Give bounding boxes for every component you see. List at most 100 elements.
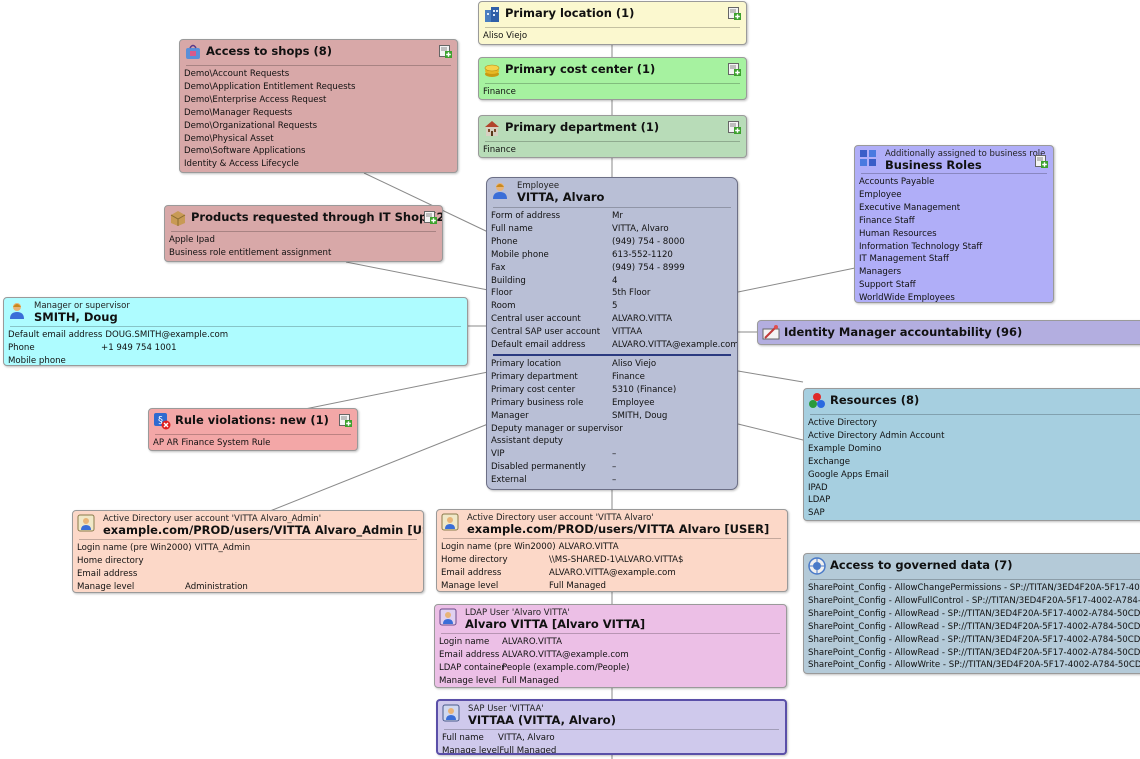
resources-card[interactable]: Resources (8) Active Directory Active Di…: [803, 388, 1140, 521]
list-item: Demo\Organizational Requests: [184, 120, 318, 131]
list-item: Finance Staff: [859, 215, 915, 226]
property-key: Primary business role: [491, 397, 584, 408]
add-assignment-icon[interactable]: [728, 121, 741, 134]
add-assignment-icon[interactable]: [1035, 155, 1048, 168]
list-item: Demo\Manager Requests: [184, 107, 293, 118]
card-items: Finance: [479, 86, 746, 99]
governed-data-icon: [808, 557, 826, 575]
card-title: Business Roles: [885, 158, 982, 172]
card-title: Access to shops (8): [206, 44, 332, 58]
property-value: Full Managed: [499, 745, 557, 755]
card-title: Alvaro VITTA [Alvaro VITTA]: [465, 617, 646, 631]
property-value: Administration: [185, 581, 248, 592]
department-icon: [485, 121, 499, 136]
card-subtitle: Additionally assigned to business role: [885, 149, 1046, 159]
link-resources-1: [737, 370, 804, 383]
ad-admin-account-card[interactable]: Active Directory user account 'VITTA Alv…: [72, 510, 424, 593]
link-roles: [737, 267, 856, 293]
property-value: SMITH, Doug: [612, 410, 668, 421]
list-item: LDAP: [808, 495, 831, 506]
property-value: VITTA, Alvaro: [612, 223, 669, 234]
property-row: Phone(949) 754 - 8000: [491, 236, 733, 249]
list-item: Demo\Physical Asset: [184, 133, 274, 144]
property-key: Fax: [491, 262, 506, 273]
list-item: Example Domino: [808, 443, 882, 454]
property-key: Email address: [77, 568, 138, 579]
property-key: External: [491, 475, 527, 486]
governed-data-card[interactable]: Access to governed data (7) SharePoint_C…: [803, 553, 1140, 674]
property-key: Full name: [442, 733, 484, 743]
accountability-card[interactable]: Identity Manager accountability (96): [757, 320, 1140, 345]
user-account-icon: [442, 704, 460, 722]
property-row: Assistant deputy: [491, 435, 733, 448]
coins-icon: [484, 64, 500, 77]
card-title: Primary cost center (1): [505, 62, 656, 76]
link-violations: [299, 371, 489, 411]
property-value: ALVARO.VITTA: [502, 637, 563, 647]
add-assignment-icon[interactable]: [439, 45, 452, 58]
primary-cost-center-card[interactable]: Primary cost center (1) Finance: [478, 57, 747, 100]
property-row: Login name (pre Win2000)ALVARO.VITTA: [441, 541, 783, 554]
property-value: Mr: [612, 211, 623, 221]
card-title: example.com/PROD/users/VITTA Alvaro_Admi…: [103, 523, 424, 537]
list-item: IPAD: [808, 482, 828, 493]
card-items: Finance: [479, 144, 746, 157]
card-title: Rule violations: new (1): [175, 413, 329, 427]
rule-violations-card[interactable]: § Rule violations: new (1) AP AR Finance…: [148, 408, 358, 451]
list-item: Business role entitlement assignment: [169, 247, 332, 258]
list-item: SharePoint_Config - AllowRead - SP://TIT…: [808, 647, 1140, 658]
list-item: Executive Management: [859, 202, 961, 213]
property-value: (949) 754 - 8000: [612, 236, 685, 247]
primary-location-card[interactable]: Primary location (1) Aliso Viejo: [478, 1, 747, 45]
card-items: SharePoint_Config - AllowChangePermissio…: [804, 582, 1140, 672]
list-item: Information Technology Staff: [859, 241, 983, 252]
property-value: Full Managed: [549, 580, 607, 591]
business-roles-card[interactable]: Additionally assigned to business role B…: [854, 145, 1054, 303]
property-row: Mobile phone: [8, 355, 463, 365]
add-assignment-icon[interactable]: [728, 63, 741, 76]
property-key: Login name (pre Win2000): [77, 543, 192, 553]
card-subtitle: Active Directory user account 'VITTA Alv…: [467, 513, 654, 523]
property-row: External–: [491, 474, 733, 487]
property-row: Login name (pre Win2000)VITTA_Admin: [77, 542, 419, 555]
card-title: Primary location (1): [505, 6, 635, 20]
property-row: Disabled permanently–: [491, 461, 733, 474]
list-item: Support Staff: [859, 280, 916, 291]
add-assignment-icon[interactable]: [339, 414, 352, 427]
ldap-user-card[interactable]: LDAP User 'Alvaro VITTA' Alvaro VITTA [A…: [434, 604, 787, 688]
add-assignment-icon[interactable]: [424, 211, 437, 224]
list-item: SharePoint_Config - AllowWrite - SP://TI…: [808, 660, 1140, 671]
property-key: LDAP container: [439, 662, 505, 673]
primary-department-card[interactable]: Primary department (1) Finance: [478, 115, 747, 158]
list-item: Google Apps Email: [808, 469, 889, 480]
access-to-shops-card[interactable]: Access to shops (8) Demo\Account Request…: [179, 39, 458, 173]
add-assignment-icon[interactable]: [728, 7, 741, 20]
list-item: IT Management Staff: [859, 254, 949, 265]
list-item: Exchange: [808, 456, 850, 467]
property-value: People (example.com/People): [502, 662, 630, 673]
property-value: 5310 (Finance): [612, 384, 677, 395]
property-key: Home directory: [77, 555, 144, 566]
property-key: Primary location: [491, 358, 562, 369]
property-key: Email address: [441, 567, 502, 578]
person-icon: [493, 183, 507, 199]
property-row: Deputy manager or supervisor: [491, 423, 733, 436]
products-requested-card[interactable]: Products requested through IT Shop (2) A…: [164, 205, 443, 262]
property-row: Email address: [77, 568, 419, 581]
ad-user-account-card[interactable]: Active Directory user account 'VITTA Alv…: [436, 509, 788, 592]
manager-card[interactable]: Manager or supervisor SMITH, Doug Defaul…: [3, 297, 468, 366]
list-item: SharePoint_Config - AllowRead - SP://TIT…: [808, 621, 1140, 632]
property-value: \\MS-SHARED-1\ALVARO.VITTA$: [549, 554, 684, 565]
package-icon: [170, 211, 186, 226]
card-properties: Login name (pre Win2000)ALVARO.VITTA Hom…: [437, 541, 787, 591]
sap-user-card[interactable]: SAP User 'VITTAA' VITTAA (VITTA, Alvaro)…: [436, 699, 787, 755]
